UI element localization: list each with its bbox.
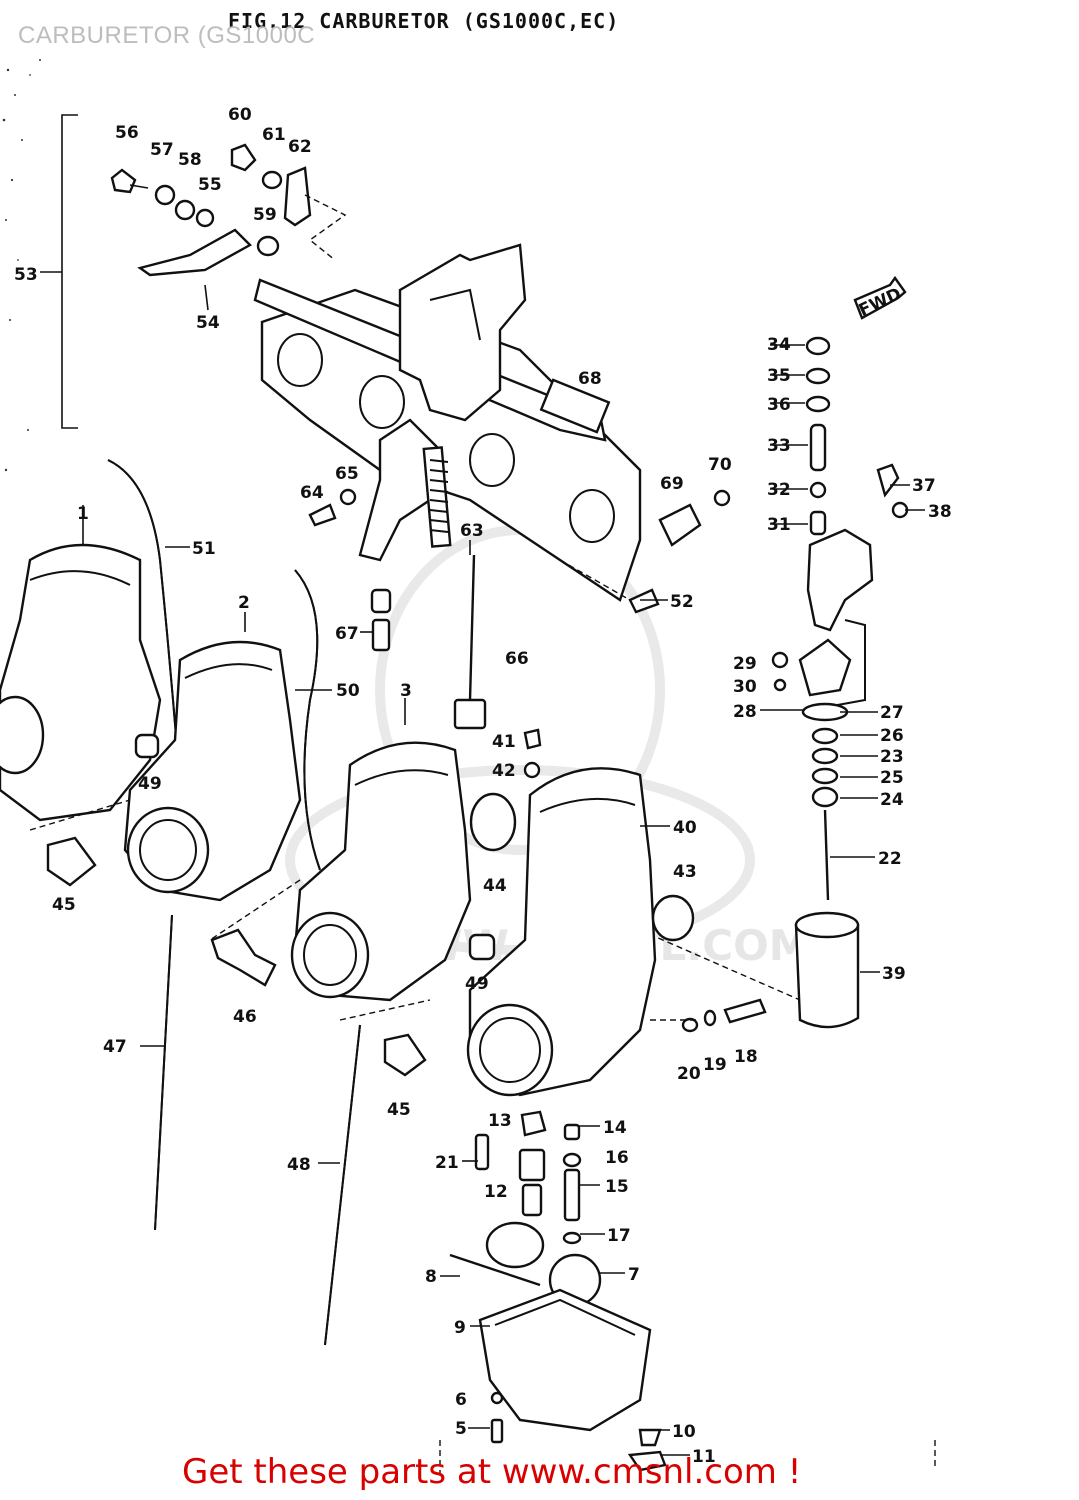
part-label: 54: [196, 313, 220, 333]
part-label: 22: [878, 849, 902, 869]
part-label: 24: [880, 790, 904, 810]
part-label: 70: [708, 455, 732, 475]
part-label: 8: [425, 1267, 437, 1287]
part-label: 6: [455, 1390, 467, 1410]
part-label: 34: [767, 335, 791, 355]
part-label: 57: [150, 140, 174, 160]
part-label: 32: [767, 480, 791, 500]
part-label: 13: [488, 1111, 512, 1131]
carburetor-bodies: [0, 459, 767, 1346]
part-label: 46: [233, 1007, 257, 1027]
part-label: 15: [605, 1177, 629, 1197]
part-label: 39: [882, 964, 906, 984]
part-label: 3: [400, 681, 412, 701]
part-label: 59: [253, 205, 277, 225]
part-label: 17: [607, 1226, 631, 1246]
part-label: 26: [880, 726, 904, 746]
part-label: 30: [733, 677, 757, 697]
part-label: 11: [692, 1447, 716, 1467]
part-label: 2: [238, 593, 250, 613]
part-label: 65: [335, 464, 359, 484]
part-label: 28: [733, 702, 757, 722]
cmsnl-promo-link[interactable]: Get these parts at www.cmsnl.com !: [182, 1452, 802, 1492]
part-label: 23: [880, 747, 904, 767]
part-label: 61: [262, 125, 286, 145]
part-label: 69: [660, 474, 684, 494]
part-label: 9: [454, 1318, 466, 1338]
part-label: 5: [455, 1419, 467, 1439]
leader-lines: [82, 344, 925, 1456]
part-label: 68: [578, 369, 602, 389]
part-label: 58: [178, 150, 202, 170]
part-label: 35: [767, 366, 791, 386]
part-label: 56: [115, 123, 139, 143]
part-label: 45: [52, 895, 76, 915]
part-label: 16: [605, 1148, 629, 1168]
part-label: 62: [288, 137, 312, 157]
part-label: 41: [492, 732, 516, 752]
part-number-labels: 56 57 58 55 60 61 62 59 53 54 68 34 35 3…: [14, 105, 952, 1467]
part-label: 40: [673, 818, 697, 838]
throttle-bracket-assembly: [40, 114, 907, 614]
part-label: 63: [460, 521, 484, 541]
part-label: 64: [300, 483, 324, 503]
part-label: 19: [703, 1055, 727, 1075]
needle-jet-parts: [370, 336, 909, 1029]
part-label: 7: [628, 1265, 640, 1285]
part-label: 55: [198, 175, 222, 195]
part-label: 18: [734, 1047, 758, 1067]
part-label: 52: [670, 592, 694, 612]
part-label: 67: [335, 624, 359, 644]
part-label: 49: [465, 974, 489, 994]
part-label: 12: [484, 1182, 508, 1202]
scan-noise: [2, 59, 41, 472]
part-label: 20: [677, 1064, 701, 1084]
part-label: 66: [505, 649, 529, 669]
part-label: 48: [287, 1155, 311, 1175]
part-label: 49: [138, 774, 162, 794]
part-label: 31: [767, 515, 791, 535]
part-label: 29: [733, 654, 757, 674]
part-label: 42: [492, 761, 516, 781]
part-label: 33: [767, 436, 791, 456]
float-bowl-parts: [439, 1110, 936, 1475]
figure-title: FIG.12 CARBURETOR (GS1000C,EC): [228, 9, 620, 33]
part-label: 51: [192, 539, 216, 559]
part-label: 27: [880, 703, 904, 723]
part-label: 21: [435, 1153, 459, 1173]
part-label: 1: [77, 504, 89, 524]
page-title-overlay: CARBURETOR (GS1000C: [18, 22, 316, 49]
part-label: 47: [103, 1037, 127, 1057]
part-label: 14: [603, 1118, 627, 1138]
part-label: 60: [228, 105, 252, 125]
part-label: 36: [767, 395, 791, 415]
part-label: 38: [928, 502, 952, 522]
part-label: 45: [387, 1100, 411, 1120]
part-label: 37: [912, 476, 936, 496]
part-label: 10: [672, 1422, 696, 1442]
part-label: 43: [673, 862, 697, 882]
part-label: 25: [880, 768, 904, 788]
part-label: 44: [483, 876, 507, 896]
part-label: 53: [14, 265, 38, 285]
part-label: 50: [336, 681, 360, 701]
